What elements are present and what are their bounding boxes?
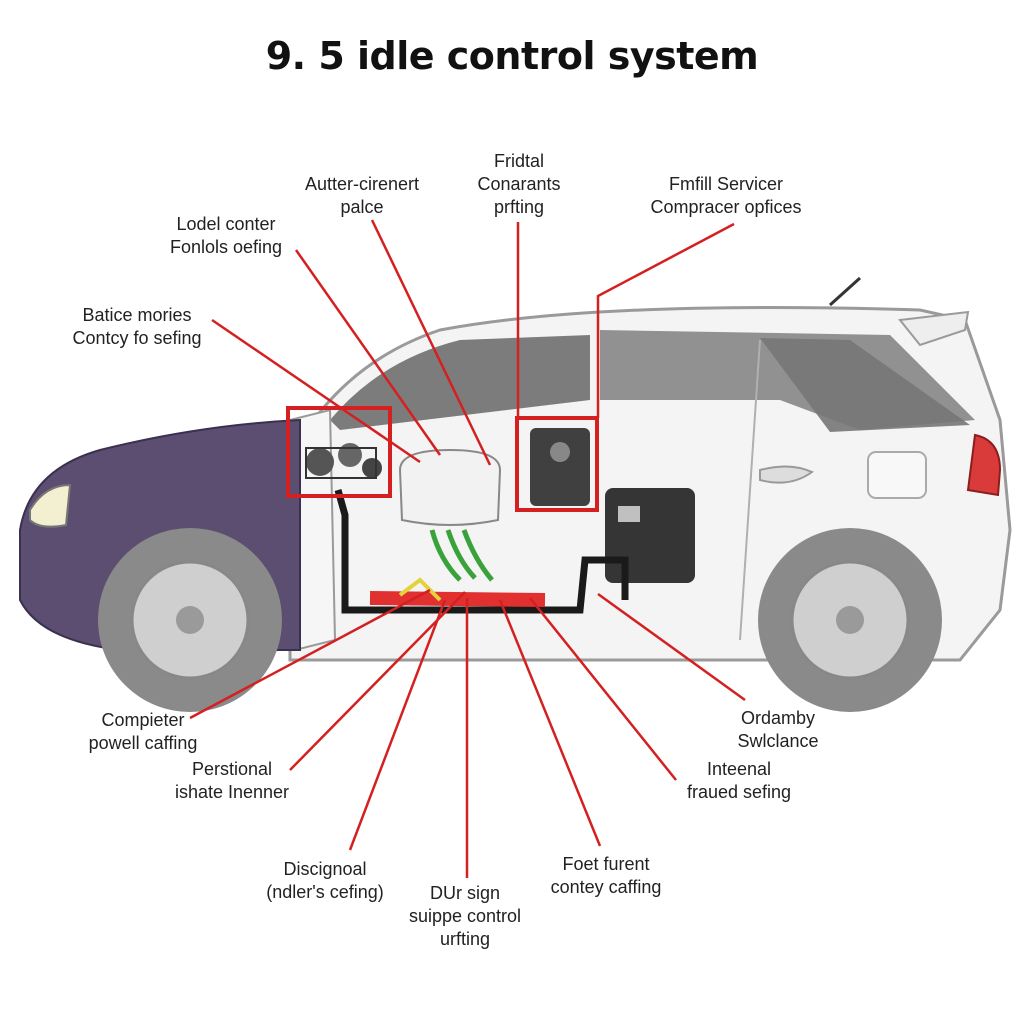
callout-line: Swlclance [737,731,819,751]
engine-block [605,488,695,583]
callout-line: DUr sign [429,883,501,903]
control-unit [530,428,590,506]
fuel-door [867,451,927,499]
callout-line: palce [340,197,384,217]
diagram-title: 9. 5 idle control system [265,34,759,78]
callout-line: Batice mories [82,305,192,325]
leader-line-compieter [189,588,431,720]
callout-line: Autter-cirenert [304,174,420,194]
callout-intenal: Inteenal fraued sefing [687,758,791,804]
callout-line: prfting [493,197,545,217]
callout-autter: Autter-cirenert palce [305,173,419,219]
reservoir-tank [398,448,502,526]
callout-line: Lodel conter [176,214,276,234]
callout-line: Perstional [191,759,273,779]
callout-line: Fmfill Servicer [668,174,783,194]
callout-line: Fonlols oefing [169,237,283,257]
callout-foet: Foet furent contey caffing [551,853,662,899]
headlight [29,483,72,528]
callout-line: powell caffing [88,733,198,753]
callout-line: contey caffing [550,877,662,897]
leader-line-fmfill [596,222,735,418]
throttle-assembly [305,443,382,479]
leader-line-foet [498,599,602,847]
taillight [966,433,1002,497]
callout-line: Compieter [101,710,185,730]
callout-line: (ndler's cefing) [266,882,384,902]
leader-line-ordamby [597,592,746,702]
callout-line: Conarants [477,174,561,194]
door-handle [759,465,814,484]
callout-line: Ordamby [740,708,816,728]
callout-compieter: Compieter powell caffing [89,709,198,755]
callout-line: Foet furent [562,854,650,874]
callout-line: ishate Inenner [174,782,290,802]
callout-line: Inteenal [706,759,772,779]
leader-line-intenal [529,597,677,781]
leader-line-discignoal [348,599,447,851]
rear-spoiler [898,310,970,347]
front-window [330,335,590,430]
callout-perstional: Perstional ishate Inenner [175,758,289,804]
highlight-box-right [515,416,599,512]
leader-line-batice [211,318,421,464]
antenna [828,276,862,307]
yellow-wire [398,577,442,602]
callout-line: Contcy fo sefing [72,328,202,348]
side-window [760,338,970,432]
black-hose [334,489,629,614]
callout-line: Discignoal [283,859,367,879]
leader-lines [189,219,746,878]
callout-line: fraued sefing [686,782,792,802]
callout-line: urfting [439,929,491,949]
leader-line-lodel [294,249,442,456]
callout-line: Compracer opfices [650,197,802,217]
green-hoses [429,529,494,582]
door-line [739,339,761,641]
callout-discignoal: Discignoal (ndler's cefing) [266,858,383,904]
callout-line: Fridtal [493,151,544,171]
callout-dursign: DUr sign suippe control urfting [409,882,521,951]
leader-line-autter [370,219,492,466]
callout-line: suippe control [408,906,522,926]
